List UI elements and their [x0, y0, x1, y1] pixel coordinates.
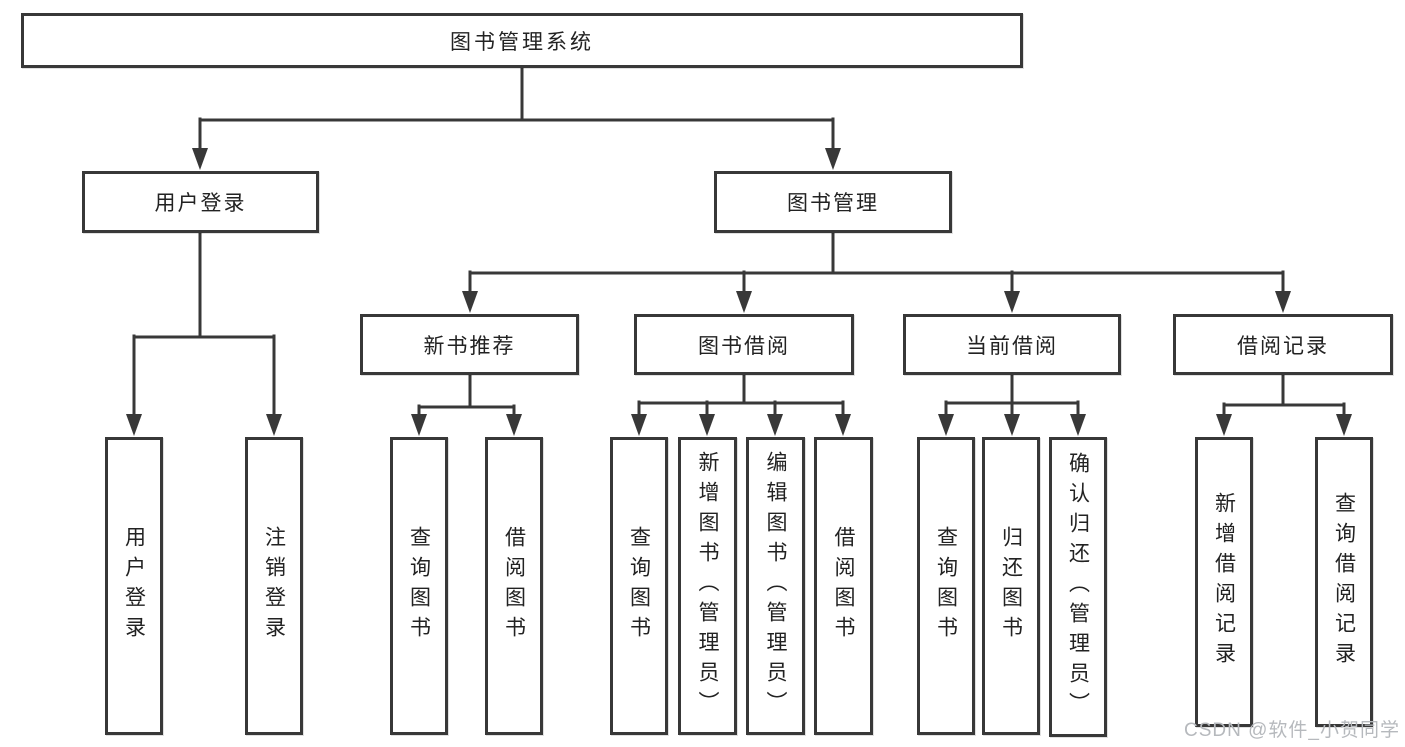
edge-book-mgmt-children — [462, 231, 1291, 313]
node-borrow-records-label: 借阅记录 — [1237, 334, 1329, 358]
leaf-add-books: 新增图书（管理员） — [678, 437, 737, 735]
arrowhead — [126, 414, 142, 436]
node-new-books-label: 新书推荐 — [423, 334, 516, 358]
edge-user-login-children — [126, 231, 282, 436]
leaf-borrow-books-1-label: 借阅图书 — [502, 526, 526, 646]
arrowhead — [631, 414, 647, 436]
leaf-add-record-label: 新增借阅记录 — [1212, 492, 1236, 672]
leaf-query-books-3-label: 查询图书 — [934, 526, 958, 646]
edge-book-borrow-children — [631, 373, 851, 436]
arrowhead — [192, 148, 208, 170]
arrowhead — [825, 148, 841, 170]
leaf-query-books-3: 查询图书 — [917, 437, 975, 735]
leaf-return-books-label: 归还图书 — [999, 526, 1023, 646]
leaf-return-books: 归还图书 — [982, 437, 1040, 735]
arrowhead — [1070, 414, 1086, 436]
node-root: 图书管理系统 — [21, 13, 1023, 68]
leaf-user-login: 用户登录 — [105, 437, 163, 735]
arrowhead — [767, 414, 783, 436]
node-root-label: 图书管理系统 — [450, 30, 594, 54]
csdn-watermark: CSDN @软件_小贺同学 — [1184, 720, 1400, 741]
arrowhead — [1336, 414, 1352, 436]
arrowhead — [835, 414, 851, 436]
leaf-borrow-books-1: 借阅图书 — [485, 437, 543, 735]
node-book-borrow-label: 图书借阅 — [698, 334, 790, 358]
leaf-edit-books-label: 编辑图书（管理员） — [764, 451, 787, 721]
leaf-logout-label: 注销登录 — [262, 526, 286, 646]
leaf-query-books-1: 查询图书 — [390, 437, 448, 735]
node-user-login-label: 用户登录 — [154, 192, 247, 215]
leaf-add-record: 新增借阅记录 — [1195, 437, 1253, 727]
arrowhead — [506, 414, 522, 436]
leaf-query-books-2: 查询图书 — [610, 437, 668, 735]
arrowhead — [462, 291, 478, 313]
leaf-borrow-books-2: 借阅图书 — [814, 437, 873, 735]
arrowhead — [1004, 414, 1020, 436]
leaf-logout: 注销登录 — [245, 437, 303, 735]
node-user-login: 用户登录 — [82, 171, 319, 233]
edge-current-borrow-children — [938, 373, 1086, 436]
node-borrow-records: 借阅记录 — [1173, 314, 1393, 375]
leaf-query-record: 查询借阅记录 — [1315, 437, 1373, 727]
arrowhead — [938, 414, 954, 436]
leaf-edit-books: 编辑图书（管理员） — [746, 437, 805, 735]
arrowhead — [699, 414, 715, 436]
arrowhead — [736, 291, 752, 313]
arrowhead — [411, 414, 427, 436]
leaf-add-books-label: 新增图书（管理员） — [696, 451, 719, 721]
edge-root-to-level2 — [192, 66, 841, 170]
leaf-borrow-books-2-label: 借阅图书 — [832, 526, 855, 646]
leaf-query-books-1-label: 查询图书 — [407, 526, 431, 646]
leaf-query-record-label: 查询借阅记录 — [1332, 492, 1356, 672]
leaf-confirm-return: 确认归还（管理员） — [1049, 437, 1107, 737]
node-current-borrow-label: 当前借阅 — [966, 334, 1058, 358]
node-current-borrow: 当前借阅 — [903, 314, 1121, 375]
node-book-borrow: 图书借阅 — [634, 314, 854, 375]
leaf-user-login-label: 用户登录 — [122, 526, 146, 646]
leaf-query-books-2-label: 查询图书 — [627, 526, 651, 646]
arrowhead — [266, 414, 282, 436]
arrowhead — [1004, 291, 1020, 313]
arrowhead — [1216, 414, 1232, 436]
node-book-mgmt: 图书管理 — [714, 171, 952, 233]
edge-new-books-children — [411, 373, 522, 436]
node-new-books: 新书推荐 — [360, 314, 579, 375]
arrowhead — [1275, 291, 1291, 313]
leaf-confirm-return-label: 确认归还（管理员） — [1066, 452, 1090, 722]
node-book-mgmt-label: 图书管理 — [787, 192, 879, 215]
edge-borrow-records-children — [1216, 373, 1352, 436]
